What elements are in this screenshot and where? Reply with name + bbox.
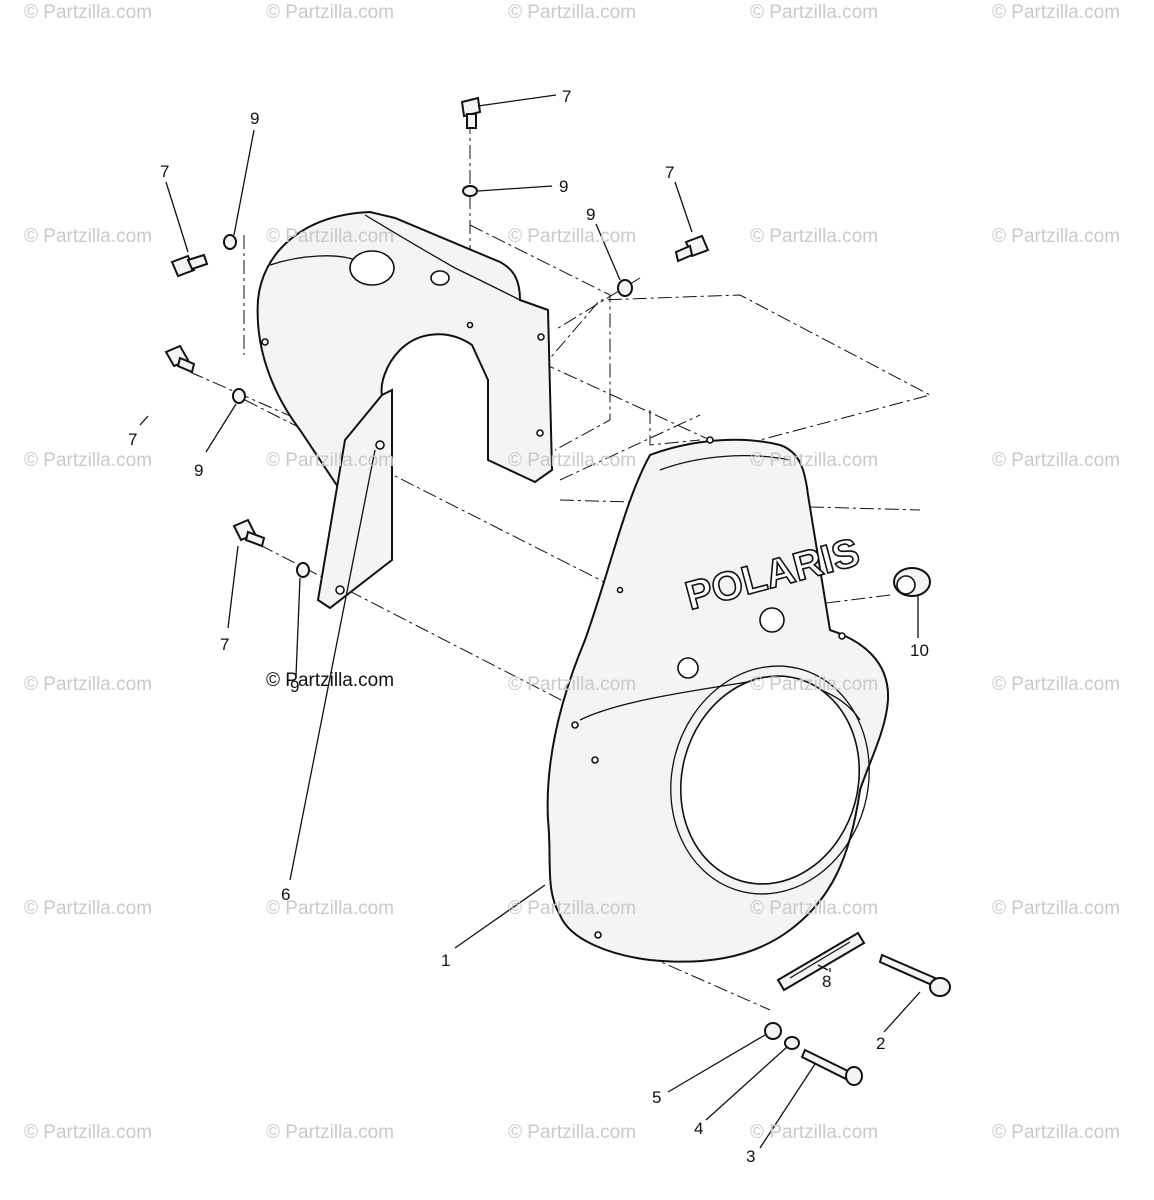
callout-5: 5	[652, 1088, 661, 1107]
watermark: © Partzilla.com	[750, 450, 879, 471]
leader-lines	[139, 94, 921, 1149]
callout-7-top-left: 7	[160, 162, 169, 181]
hardware-washers	[223, 185, 800, 1050]
watermark: © Partzilla.com	[24, 2, 153, 23]
watermark: © Partzilla.com	[24, 450, 153, 471]
callout-3: 3	[746, 1147, 755, 1166]
callout-1: 1	[441, 951, 450, 970]
watermark: © Partzilla.com	[750, 674, 879, 695]
callout-7-left: 7	[128, 430, 137, 449]
watermark: © Partzilla.com	[992, 1122, 1121, 1143]
watermark: © Partzilla.com	[24, 674, 153, 695]
watermark: © Partzilla.com	[750, 898, 879, 919]
callout-9-top-washer: 9	[559, 177, 568, 196]
watermark: © Partzilla.com	[992, 2, 1121, 23]
watermark: © Partzilla.com	[992, 450, 1121, 471]
watermark: © Partzilla.com	[508, 226, 637, 247]
watermark: © Partzilla.com	[508, 2, 637, 23]
watermark: © Partzilla.com	[266, 226, 395, 247]
blower-housing: POLARIS	[546, 436, 890, 963]
watermark: © Partzilla.com	[750, 1122, 879, 1143]
callout-9-lower: 9	[290, 677, 299, 696]
watermark-dark: © Partzilla.com	[266, 670, 395, 691]
watermark: © Partzilla.com	[992, 674, 1121, 695]
upper-shroud	[256, 210, 554, 610]
callout-6: 6	[281, 885, 290, 904]
short-bolt	[800, 1048, 863, 1086]
watermark: © Partzilla.com	[508, 674, 637, 695]
watermark: © Partzilla.com	[750, 226, 879, 247]
watermark: © Partzilla.com	[992, 226, 1121, 247]
callout-9-right: 9	[586, 205, 595, 224]
watermark: © Partzilla.com	[508, 450, 637, 471]
watermark: © Partzilla.com	[992, 898, 1121, 919]
cap-screws	[164, 96, 710, 548]
watermark: © Partzilla.com	[266, 1122, 395, 1143]
grommet	[893, 567, 931, 597]
callout-labels: 7 9 9 7 7 9 7 9 7 9 10 6 1 8 2 5 4 3	[128, 87, 929, 1166]
callout-9-left: 9	[194, 461, 203, 480]
watermark: © Partzilla.com	[24, 226, 153, 247]
watermark: © Partzilla.com	[508, 898, 637, 919]
watermark: © Partzilla.com	[24, 1122, 153, 1143]
callout-7-lower: 7	[220, 635, 229, 654]
callout-4: 4	[694, 1119, 703, 1138]
callout-7-top: 7	[562, 87, 571, 106]
watermark: © Partzilla.com	[24, 898, 153, 919]
callout-2: 2	[876, 1034, 885, 1053]
callout-8: 8	[822, 972, 831, 991]
callout-7-right: 7	[665, 163, 674, 182]
watermark: © Partzilla.com	[266, 898, 395, 919]
long-bolt	[878, 953, 951, 997]
bracket-strap	[776, 931, 866, 992]
watermark: © Partzilla.com	[266, 450, 395, 471]
callout-9-top-left: 9	[250, 109, 259, 128]
watermark: © Partzilla.com	[508, 1122, 637, 1143]
watermark: © Partzilla.com	[750, 2, 879, 23]
callout-10: 10	[910, 641, 929, 660]
watermark: © Partzilla.com	[266, 2, 395, 23]
